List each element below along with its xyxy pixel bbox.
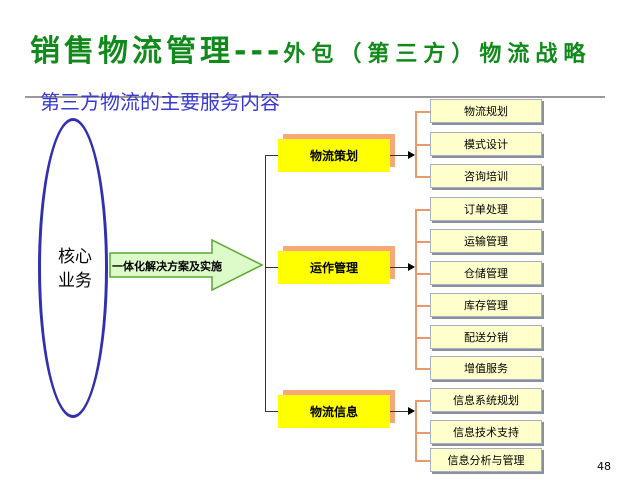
sub-bracket-tick <box>415 432 430 434</box>
arrow-label: 一体化解决方案及实施 <box>112 260 222 273</box>
sub-bracket <box>415 400 417 460</box>
service-item: 仓储管理 <box>430 261 542 285</box>
sub-bracket-tick <box>415 144 430 146</box>
group-box: 物流信息 <box>278 395 390 428</box>
bracket-tick <box>265 155 278 156</box>
group-arrow-line <box>390 411 410 412</box>
bracket-tick <box>265 267 278 268</box>
service-item: 配送分销 <box>430 325 542 349</box>
group-box: 物流策划 <box>278 139 390 172</box>
service-item: 订单处理 <box>430 197 542 221</box>
sub-bracket-tick <box>415 368 430 370</box>
service-item: 信息技术支持 <box>430 420 542 444</box>
core-label: 核心业务 <box>40 245 110 293</box>
core-line1: 核心 <box>58 247 92 267</box>
group-arrow-line <box>390 155 410 156</box>
service-item: 信息分析与管理 <box>430 448 542 472</box>
core-ellipse <box>38 118 108 418</box>
main-bracket <box>265 155 266 411</box>
sub-bracket-tick <box>415 209 430 211</box>
arrow-head-icon <box>408 263 415 271</box>
service-item: 咨询培训 <box>430 164 542 188</box>
sub-bracket-tick <box>415 400 430 402</box>
sub-bracket-tick <box>415 111 430 113</box>
service-item: 模式设计 <box>430 132 542 156</box>
sub-bracket <box>415 111 417 176</box>
bracket-tick <box>265 411 278 412</box>
big-arrow <box>109 238 264 292</box>
arrow-head-icon <box>408 407 415 415</box>
sub-bracket-tick <box>415 241 430 243</box>
sub-bracket-tick <box>415 176 430 178</box>
sub-bracket-tick <box>415 337 430 339</box>
service-item: 信息系统规划 <box>430 388 542 412</box>
arrow-head-icon <box>408 151 415 159</box>
group-box: 运作管理 <box>278 251 390 284</box>
subtitle: 第三方物流的主要服务内容 <box>40 90 280 114</box>
divider <box>25 96 605 98</box>
slide-title: 销售物流管理---外包（第三方）物流战略 <box>30 26 591 70</box>
title-main: 销售物流管理--- <box>30 34 284 69</box>
sub-bracket-tick <box>415 273 430 275</box>
service-item: 物流规划 <box>430 99 542 123</box>
service-item: 库存管理 <box>430 293 542 317</box>
page-number: 48 <box>597 460 611 473</box>
sub-bracket-tick <box>415 460 430 462</box>
service-item: 增值服务 <box>430 356 542 380</box>
sub-bracket <box>415 209 417 368</box>
group-arrow-line <box>390 267 410 268</box>
title-sub: 外包（第三方）物流战略 <box>283 42 592 67</box>
service-item: 运输管理 <box>430 229 542 253</box>
sub-bracket-tick <box>415 305 430 307</box>
core-line2: 业务 <box>58 271 92 291</box>
